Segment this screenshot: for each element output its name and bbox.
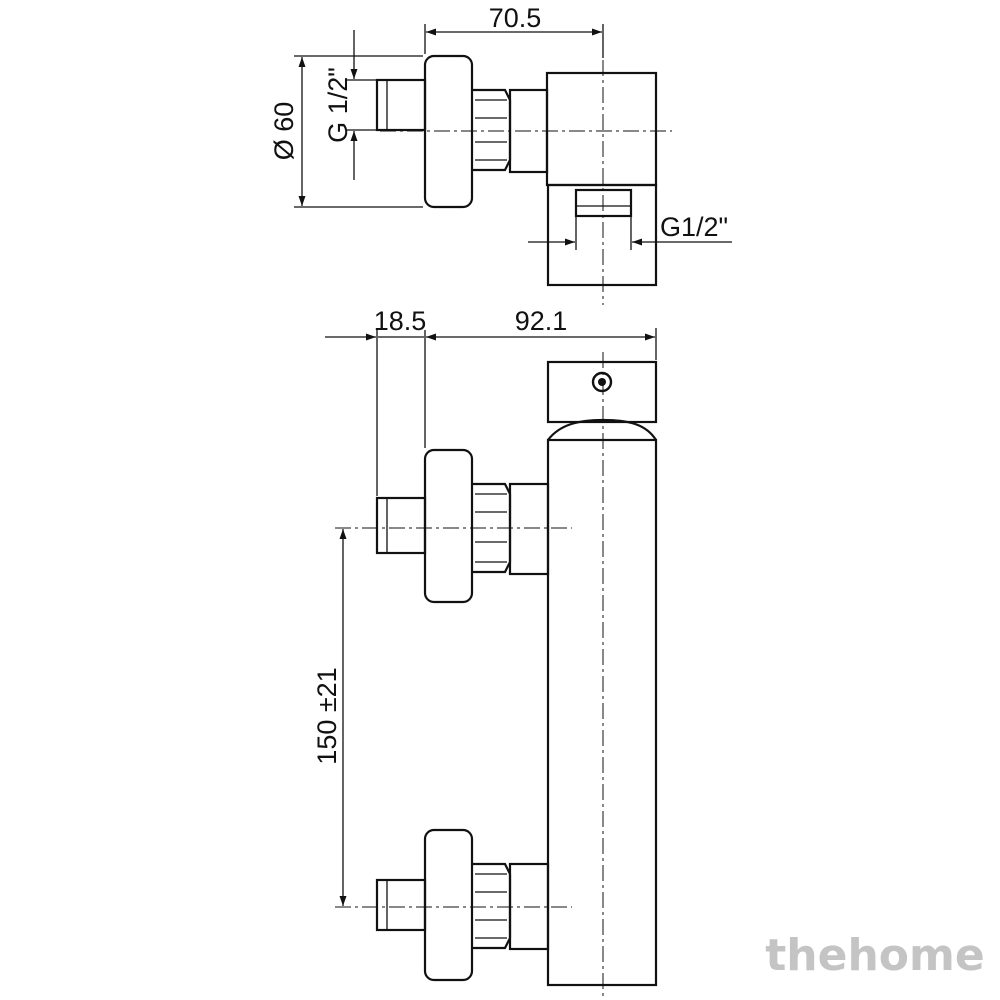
dim-diameter: Ø 60 (269, 102, 299, 161)
top-outlet (546, 183, 658, 287)
side-lower-inlet-stub (375, 878, 427, 932)
side-lower-hex-nut (472, 862, 512, 950)
side-upper-coupling (508, 482, 550, 576)
top-hex-nut (472, 88, 512, 172)
top-view: 70.5 Ø 60 G 1/2" G1/2" (269, 3, 732, 305)
side-cap-hole (591, 371, 613, 393)
side-lower-cover-disc (423, 828, 474, 982)
dim-inlet-thread: G 1/2" (323, 67, 353, 143)
dim-handle-offset: 18.5 (374, 306, 427, 336)
side-upper-inlet-stub (375, 496, 427, 555)
side-main-body (546, 438, 658, 987)
side-view: 18.5 92.1 150 ±21 (312, 306, 658, 1000)
watermark-logo: thehome (765, 930, 984, 981)
dim-outlet-thread: G1/2" (660, 212, 728, 242)
dim-overall-depth: 92.1 (515, 306, 568, 336)
side-upper-cover-disc (423, 448, 474, 604)
dim-top-width: 70.5 (489, 3, 542, 33)
side-top-cap (546, 360, 658, 424)
top-inlet-stub (375, 78, 427, 132)
dim-inlet-spacing: 150 ±21 (312, 667, 342, 764)
top-valve-body (545, 71, 658, 187)
